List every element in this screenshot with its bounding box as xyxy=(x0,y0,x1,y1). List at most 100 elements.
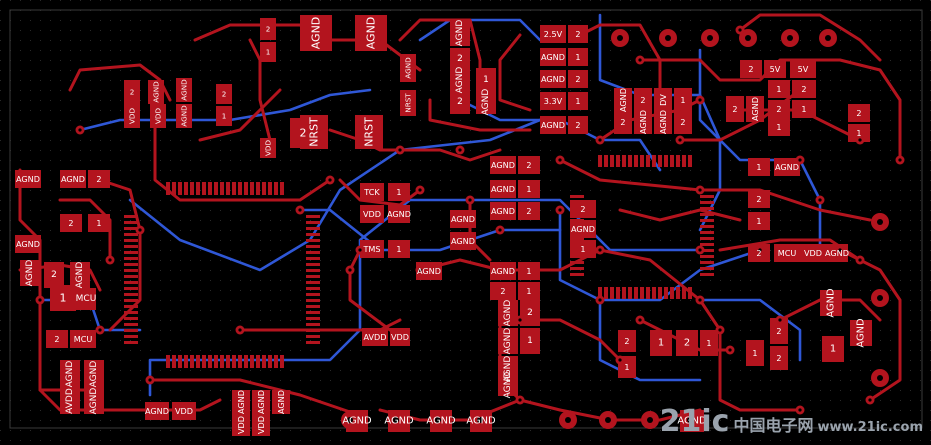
pad-label: NRST xyxy=(404,93,413,113)
pad xyxy=(450,68,470,92)
ic-pin xyxy=(658,287,662,299)
ic-pin xyxy=(622,287,626,299)
ic-pin xyxy=(682,155,686,167)
pad-label: AGND xyxy=(145,406,169,416)
pad xyxy=(654,110,672,134)
ic-pin xyxy=(652,287,656,299)
pad-label: AGND xyxy=(342,416,372,427)
ic-pin xyxy=(214,182,218,195)
pad xyxy=(450,210,476,228)
pad-label: 1 xyxy=(756,216,761,226)
red-trace xyxy=(198,88,282,142)
pad xyxy=(540,92,566,110)
via-hole xyxy=(818,198,822,202)
pad xyxy=(676,330,698,356)
pad-label: AGND xyxy=(825,248,849,258)
ic-pin xyxy=(306,293,320,296)
pad xyxy=(764,60,786,78)
pad xyxy=(360,240,384,258)
pad-label: AGND xyxy=(451,236,475,246)
pad xyxy=(20,260,40,286)
pad-label: AGND xyxy=(256,390,266,414)
ic-pin xyxy=(280,182,284,195)
pad-label: 1 xyxy=(776,122,781,132)
pad-label: 2 xyxy=(856,108,861,118)
via-hole xyxy=(738,28,742,32)
pad-label: AGND xyxy=(16,174,40,184)
ic-pin xyxy=(652,155,656,167)
pad-label: 1 xyxy=(266,48,271,57)
ic-pin xyxy=(124,275,138,278)
ic-pin xyxy=(262,355,266,368)
ic-pin xyxy=(306,275,320,278)
pad-label: 1 xyxy=(856,128,861,138)
pad xyxy=(360,205,384,223)
pad-label: 2 xyxy=(684,338,690,349)
ic-pin xyxy=(670,287,674,299)
pad-label: 2 xyxy=(756,194,761,204)
pad xyxy=(450,20,470,46)
ic-pin xyxy=(570,237,584,240)
ic-pin xyxy=(214,355,218,368)
ic-pin xyxy=(700,231,714,234)
via-hole xyxy=(638,318,642,322)
pad-label: 2 xyxy=(300,127,307,140)
ic-pin xyxy=(570,267,584,270)
pad xyxy=(820,290,842,316)
ic-pin xyxy=(700,249,714,252)
ic-pin xyxy=(306,257,320,260)
via-hole xyxy=(558,158,562,162)
pad xyxy=(768,100,790,118)
pad xyxy=(176,78,192,102)
pad xyxy=(570,220,596,238)
pad-label: 2 xyxy=(732,104,737,114)
red-trace xyxy=(348,248,392,332)
pad xyxy=(50,285,76,311)
pad xyxy=(476,68,496,92)
via-hole xyxy=(558,208,562,212)
pad xyxy=(822,336,844,362)
pad-label: 2 xyxy=(96,174,101,184)
ic-pin xyxy=(166,182,170,195)
via-hole xyxy=(398,148,402,152)
pad xyxy=(634,88,652,112)
pad xyxy=(232,390,250,414)
ic-pin xyxy=(700,261,714,264)
ic-pin xyxy=(268,182,272,195)
pad-label: 2 xyxy=(526,206,531,216)
pad xyxy=(124,104,140,128)
ic-pin xyxy=(598,155,602,167)
pad-label: 1 xyxy=(60,292,67,305)
pad-label: 1 xyxy=(752,348,757,358)
ic-pin xyxy=(628,155,632,167)
ic-pin xyxy=(306,239,320,242)
ic-pin xyxy=(124,257,138,260)
ic-pin xyxy=(184,182,188,195)
pad xyxy=(390,328,410,346)
ic-pin xyxy=(220,182,224,195)
ic-pin xyxy=(226,355,230,368)
ic-pin xyxy=(306,341,320,344)
pad-label: AGND xyxy=(276,390,286,414)
pad xyxy=(614,110,632,134)
blue-trace xyxy=(418,18,542,42)
pad xyxy=(388,205,410,223)
pad xyxy=(770,318,788,344)
pad xyxy=(746,96,764,122)
ic-pin xyxy=(274,182,278,195)
ic-pin xyxy=(184,355,188,368)
connector-hole xyxy=(617,35,623,41)
pad-label: 2 xyxy=(457,54,463,64)
ic-pin xyxy=(178,182,182,195)
pad xyxy=(60,360,80,388)
ic-pin xyxy=(306,317,320,320)
pad xyxy=(84,360,104,388)
ic-pin xyxy=(306,221,320,224)
red-trace xyxy=(618,208,742,222)
pad-label: MCU xyxy=(76,294,97,304)
pad xyxy=(490,282,516,300)
red-trace xyxy=(578,23,662,112)
pad xyxy=(88,170,110,188)
